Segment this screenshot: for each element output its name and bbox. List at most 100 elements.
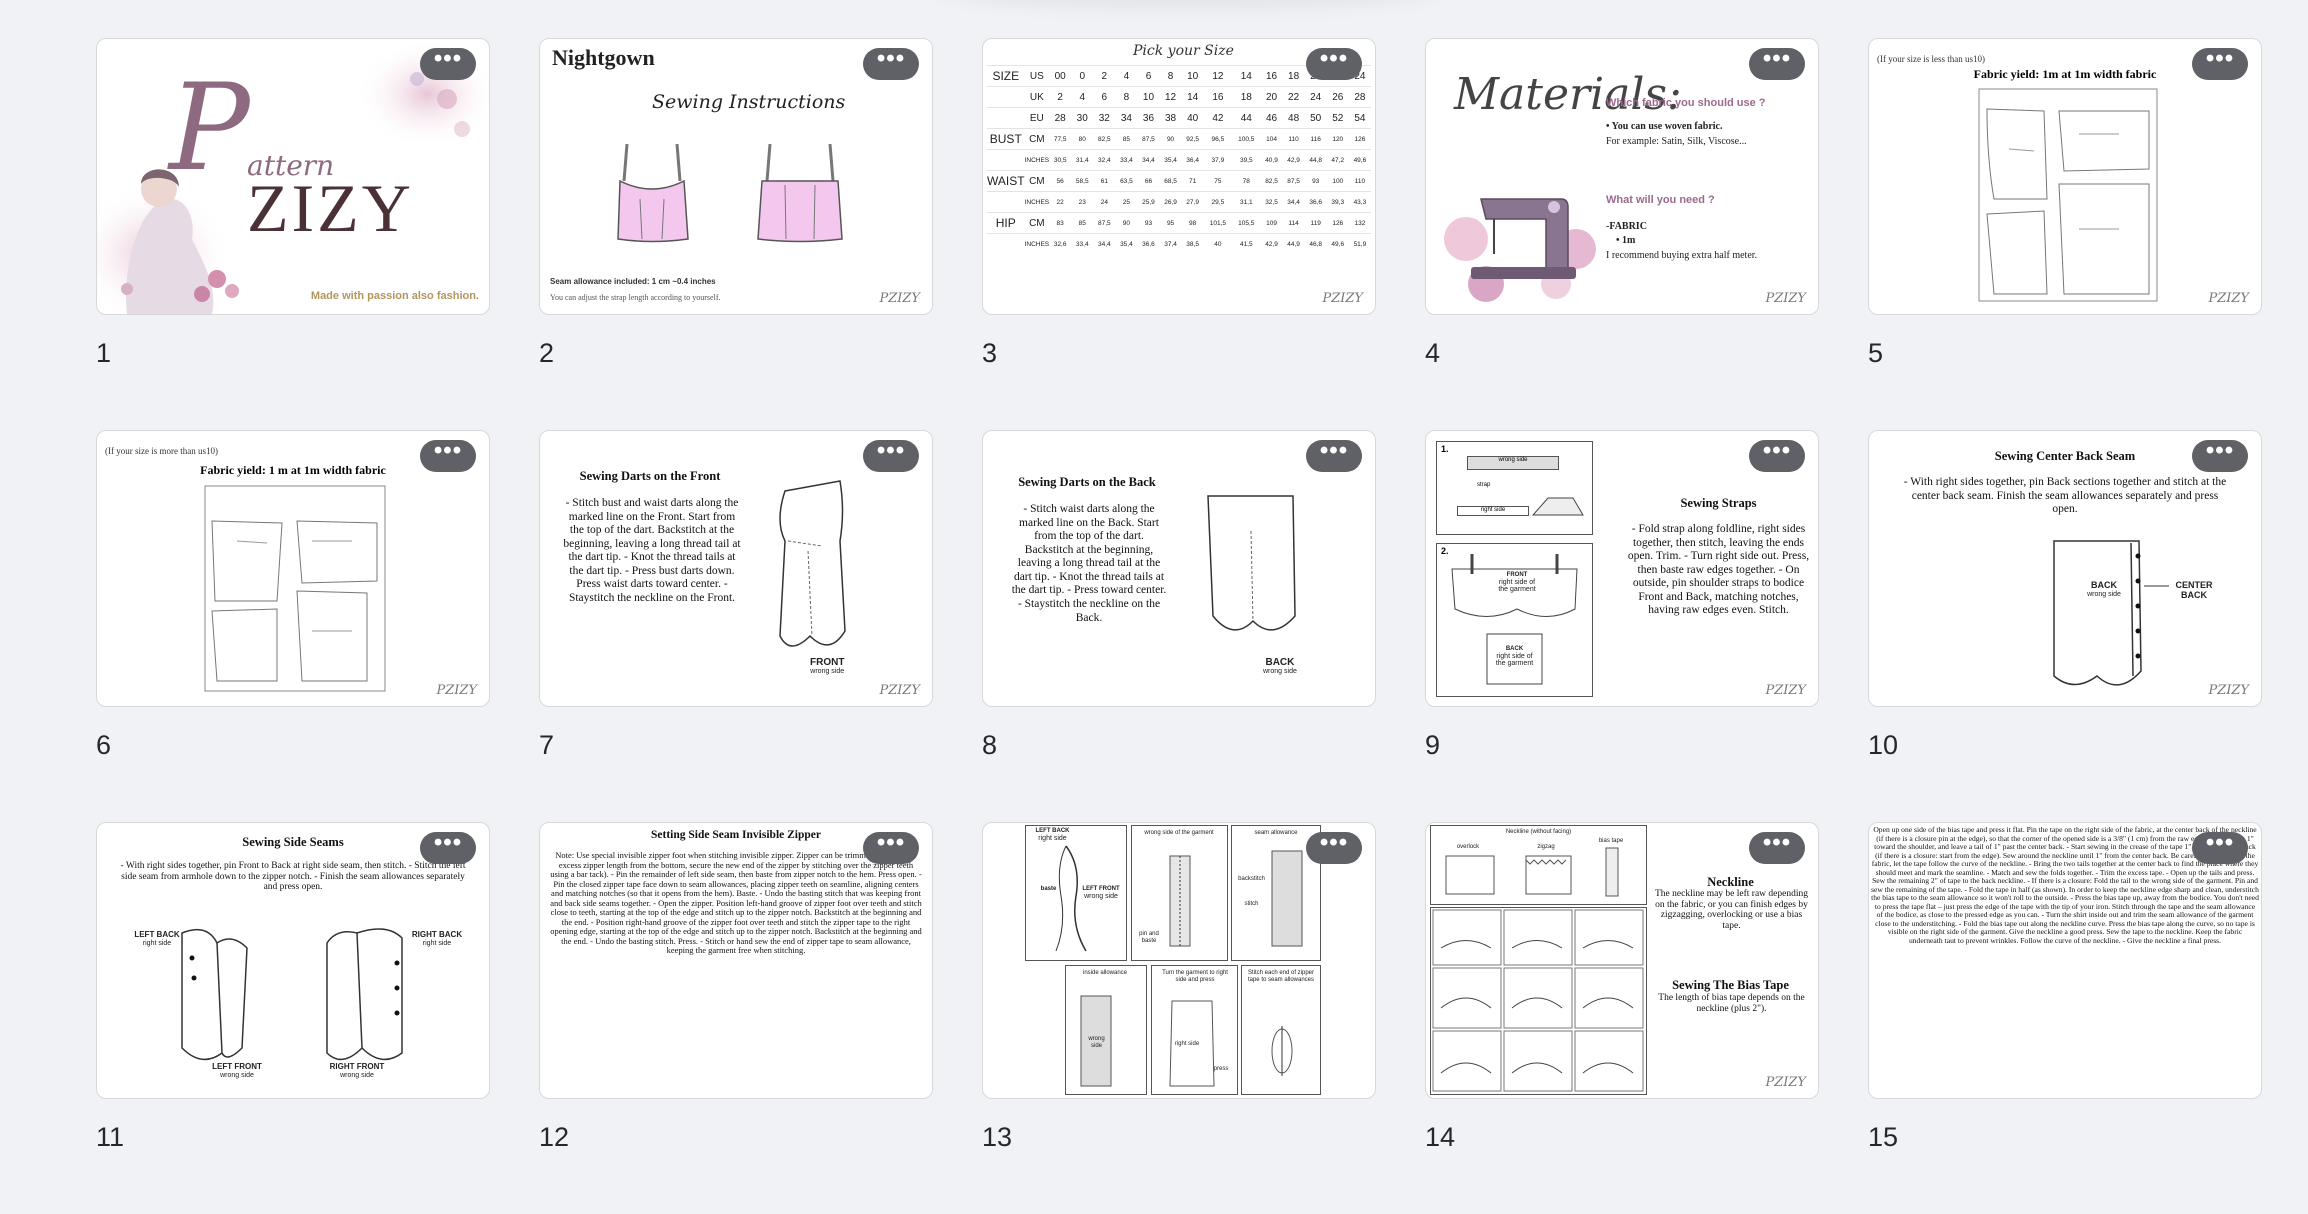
page-number: 5	[1868, 338, 1884, 368]
more-options-button[interactable]: •••	[2192, 45, 2248, 80]
page-thumbnail[interactable]: Sewing Darts on the Back - Stitch waist …	[982, 430, 1376, 707]
seam-allowance-label: seam allowance	[1254, 830, 1298, 836]
page-tile-3: Pick your Size SIZEUS0002468101214161820…	[982, 38, 1376, 430]
size-value-cell: 95	[1159, 212, 1182, 234]
side-seams-diagram-icon	[181, 928, 403, 1061]
size-value-cell: 126	[1348, 128, 1371, 150]
wrong-side-label: wrong side	[1088, 1036, 1105, 1049]
back-sublabel: wrong side	[2087, 590, 2121, 598]
page-number: 2	[539, 338, 555, 368]
page-thumbnail[interactable]: (If your size is more than us10) Fabric …	[96, 430, 490, 707]
page-thumbnail[interactable]: Neckline (without facing) overlock zigza…	[1425, 822, 1819, 1099]
size-value-cell: 24	[1093, 191, 1116, 213]
page-thumbnail[interactable]: Sewing Darts on the Front - Stitch bust …	[539, 430, 933, 707]
slide-text: - Fold strap along foldline, right sides…	[1627, 523, 1810, 617]
size-value-cell: 132	[1348, 212, 1371, 234]
page-thumbnail[interactable]: Sewing Side Seams - With right sides tog…	[96, 822, 490, 1099]
more-options-button[interactable]: •••	[1749, 437, 1805, 472]
more-options-button[interactable]: •••	[1749, 829, 1805, 864]
strap-fold: wrong side	[1467, 456, 1559, 470]
size-value-cell: 0	[1071, 65, 1094, 87]
page-thumbnail[interactable]: (If your size is less than us10) Fabric …	[1868, 38, 2262, 315]
page-thumbnail[interactable]: Setting Side Seam Invisible Zipper Note:…	[539, 822, 933, 1099]
size-value-cell: 100,5	[1232, 128, 1261, 150]
size-value-cell: 14	[1232, 65, 1261, 87]
more-options-button[interactable]: •••	[863, 45, 919, 80]
watermark-logo: PZIZY	[2208, 291, 2249, 306]
zipper-step-2: wrong side of the garment pin and baste	[1131, 825, 1228, 961]
page-thumbnail[interactable]: Open up one side of the bias tape and pr…	[1868, 822, 2262, 1099]
size-value-cell: 101,5	[1203, 212, 1233, 234]
size-value-cell: 29,5	[1203, 191, 1233, 213]
size-value-cell: 49,6	[1348, 149, 1371, 171]
page-number: 13	[982, 1122, 1013, 1152]
more-options-button[interactable]: •••	[1306, 437, 1362, 472]
bias-tape-steps-icon	[1432, 909, 1644, 1092]
page-thumbnail[interactable]: Nightgown Sewing Instructions Seam allow…	[539, 38, 933, 315]
size-value-cell: 54	[1348, 107, 1371, 129]
page-thumbnail[interactable]: Sewing Center Back Seam - With right sid…	[1868, 430, 2262, 707]
right-side-label: right side	[1174, 1041, 1200, 1047]
more-options-button[interactable]: •••	[1306, 829, 1362, 864]
more-options-button[interactable]: •••	[420, 829, 476, 864]
more-options-button[interactable]: •••	[420, 45, 476, 80]
more-options-button[interactable]: •••	[863, 437, 919, 472]
page-tile-2: Nightgown Sewing Instructions Seam allow…	[539, 38, 933, 430]
more-icon: •••	[1762, 829, 1792, 856]
more-options-button[interactable]: •••	[2192, 437, 2248, 472]
backstitch-label: backstitch	[1238, 876, 1265, 882]
page-tile-5: (If your size is less than us10) Fabric …	[1868, 38, 2262, 430]
size-value-cell: 105,5	[1232, 212, 1261, 234]
left-back-text: LEFT BACK	[1035, 828, 1070, 834]
zipper-tape-icon	[1169, 855, 1191, 947]
left-front-text: LEFT FRONT	[212, 1062, 262, 1071]
size-value-cell: 42,9	[1282, 149, 1305, 171]
more-options-button[interactable]: •••	[2192, 829, 2248, 864]
page-thumbnail[interactable]: Pick your Size SIZEUS0002468101214161820…	[982, 38, 1376, 315]
size-value-cell: 61	[1093, 170, 1116, 192]
size-value-cell: 100	[1326, 170, 1349, 192]
size-value-cell: 38	[1159, 107, 1182, 129]
size-unit-cell: EU	[1024, 107, 1050, 129]
size-unit-cell: UK	[1024, 86, 1050, 108]
size-value-cell: 110	[1348, 170, 1371, 192]
size-value-cell: 96,5	[1203, 128, 1233, 150]
strap-right-label: right side	[1480, 507, 1506, 513]
page-thumbnail[interactable]: P attern ZIZY Made with passion also fas…	[96, 38, 490, 315]
needs-question: What will you need ?	[1606, 194, 1715, 206]
size-value-cell: 40	[1181, 107, 1204, 129]
slide-title: Setting Side Seam Invisible Zipper	[651, 829, 821, 841]
front-sublabel: right side of the garment	[1498, 578, 1536, 594]
size-value-cell: 49,6	[1326, 233, 1349, 254]
more-options-button[interactable]: •••	[863, 829, 919, 864]
size-value-cell: 36,4	[1181, 149, 1204, 171]
right-back-sub: right side	[422, 939, 452, 947]
size-value-cell: 44,8	[1304, 149, 1327, 171]
slide-title: Sewing Center Back Seam	[1994, 449, 2136, 463]
neckline-options-icon	[1445, 847, 1619, 897]
more-options-button[interactable]: •••	[1749, 45, 1805, 80]
zipper-fold-icon	[1080, 995, 1112, 1087]
iron-icon	[1531, 497, 1584, 516]
more-options-button[interactable]: •••	[1306, 45, 1362, 80]
size-value-cell: 24	[1304, 86, 1327, 108]
size-value-cell: 6	[1093, 86, 1116, 108]
size-value-cell: 30	[1071, 107, 1094, 129]
more-options-button[interactable]: •••	[420, 437, 476, 472]
watermark-logo: PZIZY	[436, 683, 477, 698]
page-thumbnail[interactable]: Materials: Which fabric you should use ?…	[1425, 38, 1819, 315]
brand-initial: P	[169, 59, 250, 198]
size-value-cell: 16	[1260, 65, 1283, 87]
size-value-cell: 10	[1181, 65, 1204, 87]
size-value-cell: 47,2	[1326, 149, 1349, 171]
size-value-cell: 35,4	[1159, 149, 1182, 171]
size-value-cell: 66	[1137, 170, 1160, 192]
size-group-cell: SIZE	[987, 65, 1025, 87]
